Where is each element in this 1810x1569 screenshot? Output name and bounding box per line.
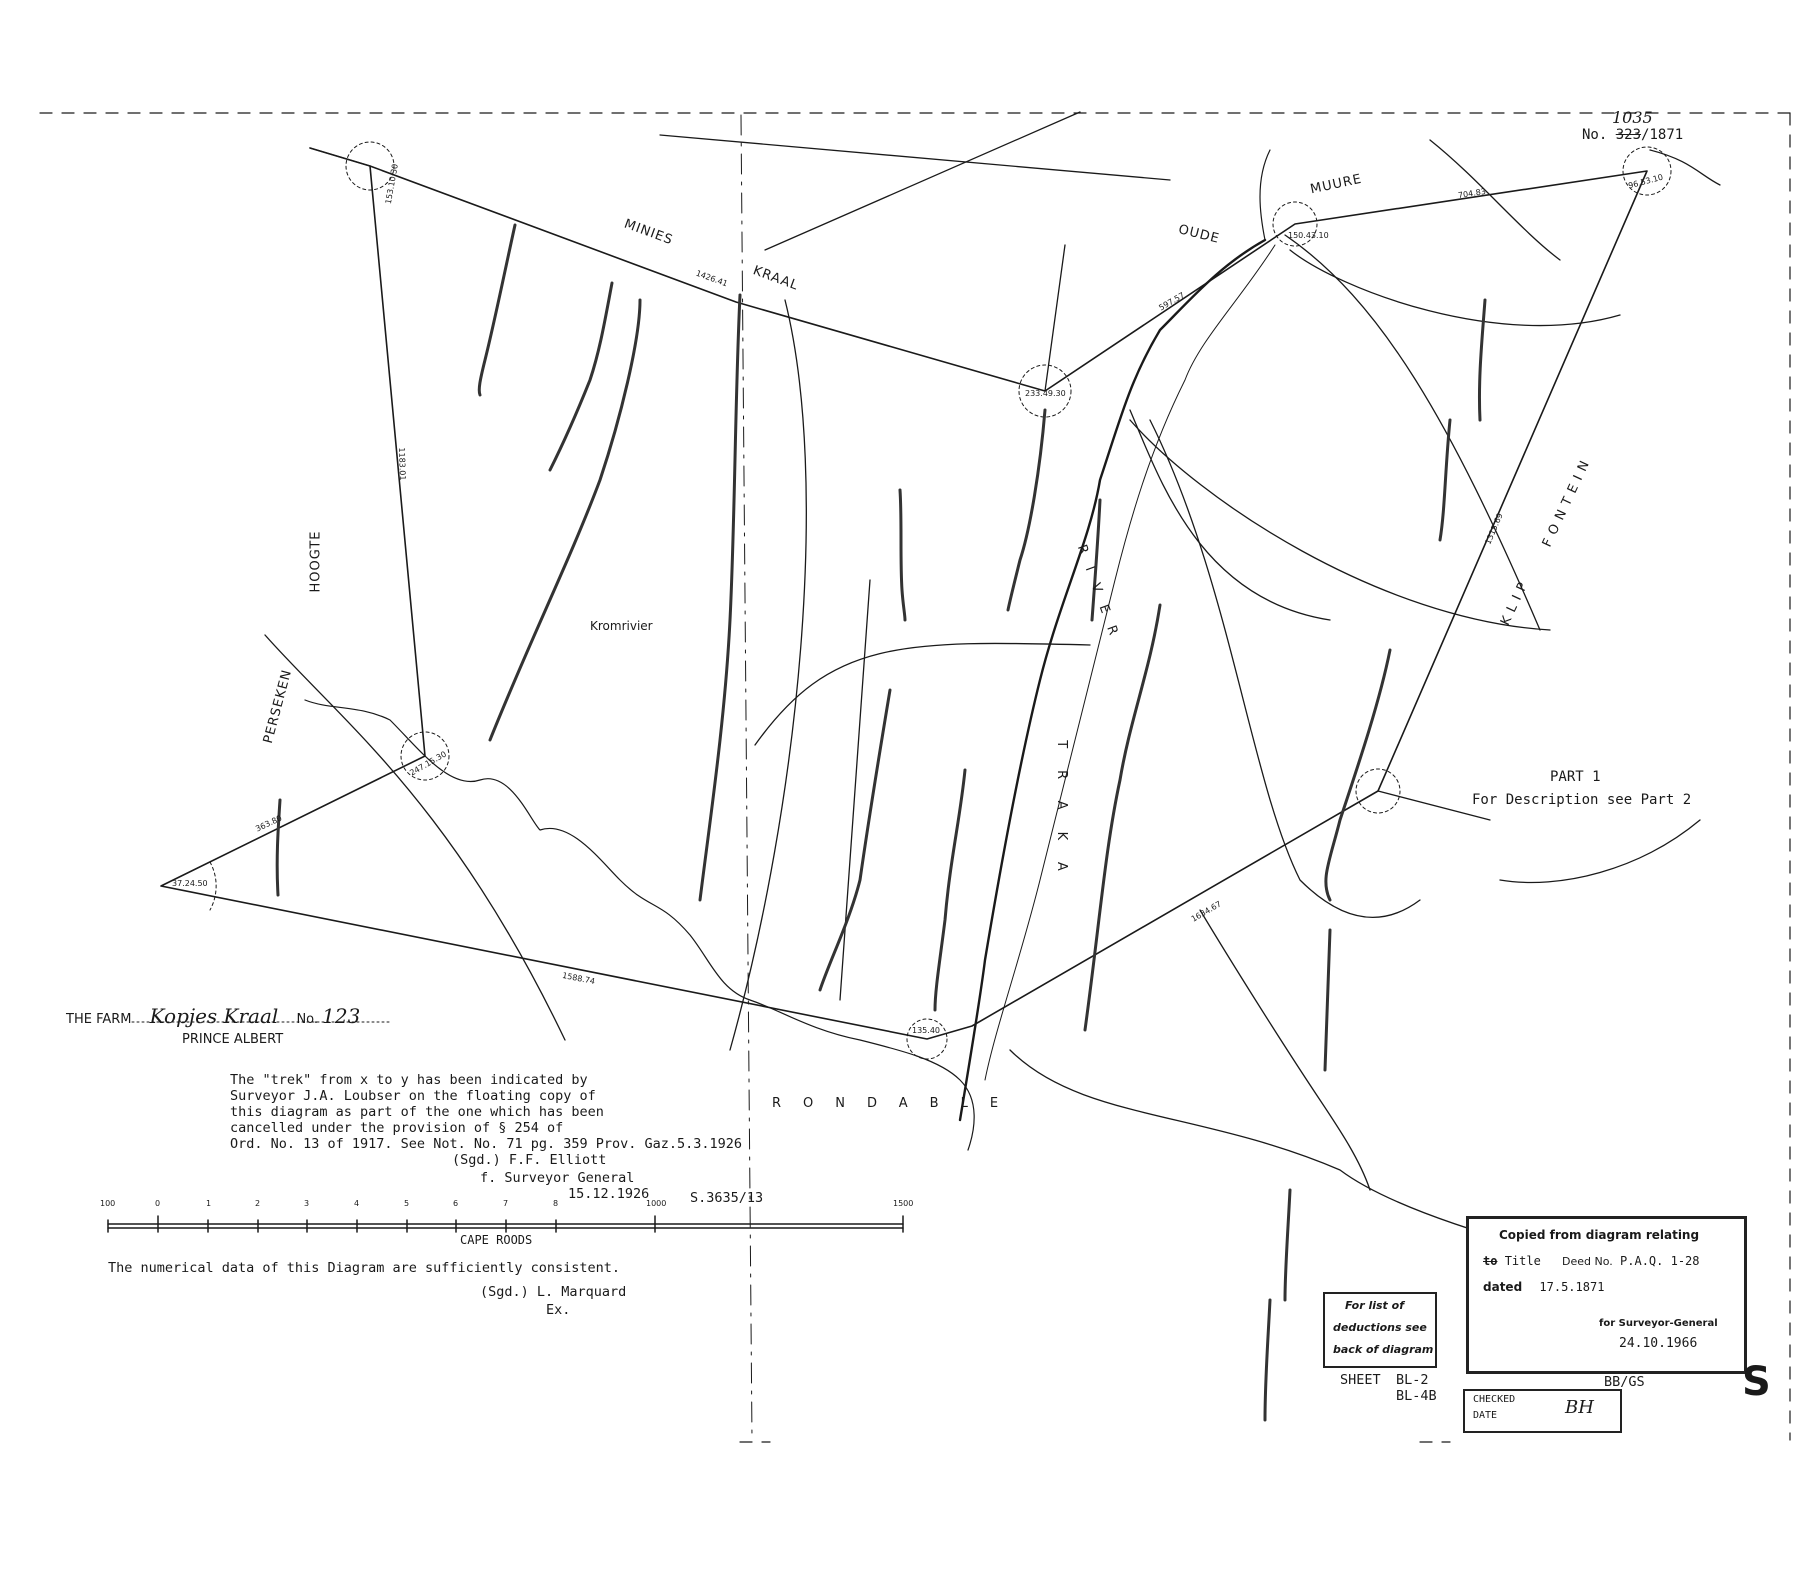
copied-to-label: to	[1483, 1254, 1498, 1268]
diagram-number-struck: 323	[1615, 127, 1642, 143]
copied-header: Copied from diagram relating	[1499, 1228, 1700, 1242]
sheet-ref-2: BL-4B	[1396, 1388, 1437, 1404]
note-signed-title: f. Surveyor General	[480, 1170, 635, 1186]
note-line-2: Surveyor J.A. Loubser on the floating co…	[230, 1088, 596, 1104]
note-date: 15.12.1926	[568, 1186, 650, 1202]
deductions-line-1: For list of	[1345, 1299, 1404, 1312]
angle-b: 233.49.30	[1025, 389, 1066, 398]
note-line-4: cancelled under the provision of § 254 o…	[230, 1120, 564, 1136]
deductions-line-3: back of diagram	[1333, 1343, 1434, 1356]
river-line	[1259, 149, 1271, 241]
copied-title: Title	[1504, 1254, 1541, 1268]
scale-bar	[107, 1215, 904, 1233]
place-rondable: RONDABLE	[772, 1096, 1021, 1111]
checked-stamp: CHECKED DATE BH	[1463, 1389, 1622, 1433]
scale-label-4: 4	[354, 1199, 360, 1208]
meandering-road	[304, 699, 975, 1151]
frame-marks	[39, 112, 1791, 1443]
checked-initials: BH	[1565, 1397, 1594, 1418]
checked-label: CHECKED	[1473, 1394, 1516, 1405]
scale-label-7: 7	[503, 1199, 509, 1208]
part-label: PART 1	[1550, 769, 1601, 785]
angle-f: 37.24.50	[172, 879, 208, 888]
note-line-3: this diagram as part of the one which ha…	[230, 1104, 604, 1120]
checked-date-label: DATE	[1473, 1410, 1498, 1421]
consistency-title: Ex.	[546, 1302, 571, 1318]
note-line-1: The "trek" from x to y has been indicate…	[230, 1072, 588, 1088]
beacon-line	[1377, 790, 1491, 821]
farm-name: Kopjes Kraal	[149, 1004, 279, 1028]
scale-label-1000: 1000	[646, 1199, 667, 1208]
note-signed: (Sgd.) F.F. Elliott	[452, 1152, 607, 1168]
scale-label-3: 3	[304, 1199, 310, 1208]
side-length-g: 1183.01	[396, 447, 408, 481]
scale-unit: CAPE ROODS	[460, 1233, 533, 1247]
diagram-number-handwritten: 1035	[1612, 108, 1653, 127]
scale-label-100: 100	[100, 1199, 116, 1208]
ridges	[275, 223, 1487, 1422]
scale-label-5: 5	[404, 1199, 410, 1208]
copied-dated-row: dated 17.5.1871	[1483, 1281, 1604, 1293]
farm-prefix: THE FARM	[66, 1012, 132, 1027]
sheet-ref-1: BL-2	[1396, 1372, 1429, 1388]
scale-label-1500: 1500	[893, 1199, 914, 1208]
scale-label-1: 1	[206, 1199, 212, 1208]
deductions-stamp: For list of deductions see back of diagr…	[1323, 1292, 1437, 1368]
copied-deed-label: Deed No.	[1562, 1255, 1613, 1268]
roads	[264, 111, 1721, 1261]
farm-division: PRINCE ALBERT	[182, 1032, 284, 1047]
copied-deed-no: P.A.Q. 1-28	[1620, 1254, 1700, 1268]
scale-label-2: 2	[255, 1199, 261, 1208]
copied-dated: 17.5.1871	[1539, 1280, 1605, 1294]
farm-number: 123	[322, 1004, 361, 1028]
traka-river	[958, 238, 1267, 1122]
sheet-letter: S	[1742, 1359, 1771, 1405]
place-hoogte: HOOGTE	[308, 530, 324, 593]
copied-dated-label: dated	[1483, 1280, 1523, 1294]
copied-signed-for: for Surveyor-General	[1599, 1318, 1718, 1329]
copied-stamp: Copied from diagram relating to Title De…	[1466, 1216, 1747, 1374]
scale-label-0: 0	[155, 1199, 161, 1208]
angle-c: 150.43.10	[1288, 231, 1329, 240]
beacon-line	[1044, 244, 1066, 392]
place-traka: TRAKA	[1053, 740, 1069, 893]
scale-label-6: 6	[453, 1199, 459, 1208]
traka-river-bank	[984, 244, 1276, 1081]
scale-label-8: 8	[553, 1199, 559, 1208]
angle-arcs	[209, 141, 1672, 1060]
copied-date: 24.10.1966	[1619, 1336, 1698, 1351]
diagram-number: No. 323/1871	[1582, 128, 1683, 142]
center-line	[740, 114, 753, 1441]
deductions-line-2: deductions see	[1333, 1321, 1427, 1334]
bb-gs-label: BB/GS	[1604, 1374, 1645, 1390]
diagram-number-suffix: /1871	[1641, 127, 1684, 143]
note-ref: S.3635/13	[690, 1190, 764, 1206]
consistency-signed: (Sgd.) L. Marquard	[480, 1284, 627, 1300]
note-line-5: Ord. No. 13 of 1917. See Not. No. 71 pg.…	[230, 1136, 743, 1152]
angle-g: 135.40	[912, 1026, 940, 1035]
diagram-number-prefix: No.	[1582, 127, 1608, 143]
sheet-label: SHEET	[1340, 1372, 1381, 1388]
copied-to-row: to Title Deed No. P.A.Q. 1-28	[1483, 1255, 1700, 1267]
consistency-line: The numerical data of this Diagram are s…	[108, 1260, 621, 1276]
place-kromrivier: Kromrivier	[590, 619, 653, 633]
farm-no-label: No.	[296, 1012, 319, 1027]
description-ref: For Description see Part 2	[1472, 792, 1692, 808]
farm-title: THE FARM Kopjes Kraal No. 123	[66, 1006, 360, 1026]
